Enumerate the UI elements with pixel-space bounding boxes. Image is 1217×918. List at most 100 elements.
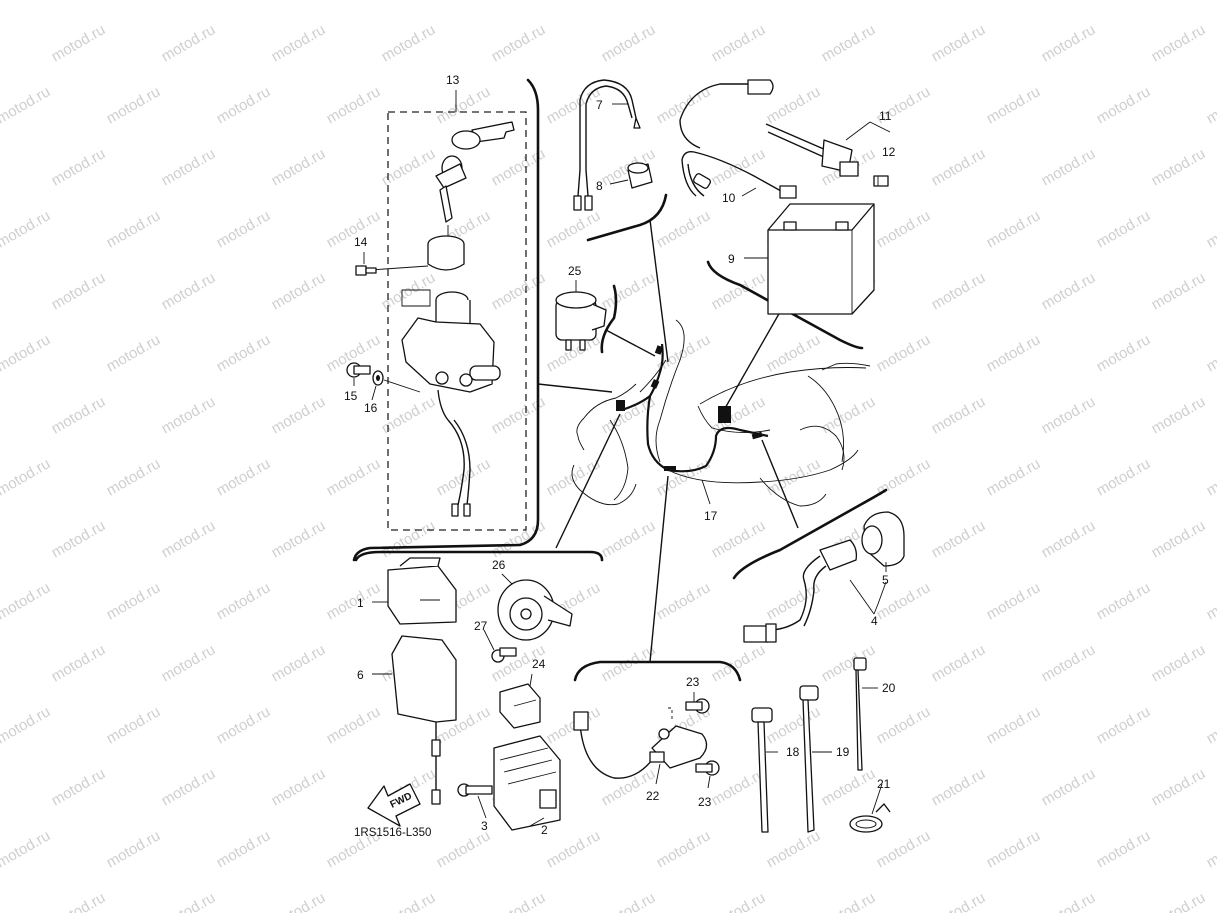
watermark-text: motod.ru: [874, 207, 934, 251]
watermark-text: motod.ru: [49, 517, 109, 561]
watermark-text: motod.ru: [929, 889, 989, 913]
callout-18: 18: [786, 745, 800, 759]
watermark-text: motod.ru: [214, 331, 274, 375]
watermark-text: motod.ru: [984, 455, 1044, 499]
callout-2: 2: [541, 823, 548, 837]
watermark-text: motod.ru: [49, 269, 109, 313]
watermark-text: motod.ru: [104, 83, 164, 127]
watermark-text: motod.ru: [0, 455, 53, 499]
watermark-text: motod.ru: [1149, 21, 1209, 65]
watermark-text: motod.ru: [434, 827, 494, 871]
watermark-text: motod.ru: [269, 517, 329, 561]
watermark-text: motod.ru: [1149, 269, 1209, 313]
watermark-text: motod.ru: [1149, 393, 1209, 437]
watermark-text: motod.ru: [1094, 83, 1154, 127]
watermark-text: motod.ru: [929, 269, 989, 313]
watermark-text: motod.ru: [159, 517, 219, 561]
cable-tie-20: [854, 658, 866, 770]
watermark-text: motod.ru: [49, 765, 109, 809]
watermark-text: motod.ru: [929, 765, 989, 809]
watermark-text: motod.ru: [324, 0, 384, 3]
fuse-12-icon: [874, 176, 888, 186]
watermark-text: motod.ru: [324, 703, 384, 747]
watermark-text: motod.ru: [49, 641, 109, 685]
callout-26: 26: [492, 558, 506, 572]
watermark-text: motod.ru: [654, 207, 714, 251]
watermark-text: motod.ru: [1039, 517, 1099, 561]
callout-22: 22: [646, 789, 660, 803]
watermark-text: motod.ru: [49, 889, 109, 913]
watermark-text: motod.ru: [0, 0, 53, 3]
watermark-text: motod.ru: [324, 579, 384, 623]
watermark-text: motod.ru: [104, 827, 164, 871]
watermark-text: motod.ru: [214, 83, 274, 127]
watermark-text: motod.ru: [1039, 21, 1099, 65]
watermark-text: motod.ru: [324, 455, 384, 499]
watermark-text: motod.ru: [104, 703, 164, 747]
fuse-holder-11: [766, 124, 858, 176]
watermark-text: motod.ru: [599, 641, 659, 685]
callout-7: 7: [596, 98, 603, 112]
watermark-text: motod.ru: [159, 269, 219, 313]
watermark-text: motod.ru: [819, 765, 879, 809]
callout-1: 1: [357, 596, 364, 610]
watermark-text: motod.ru: [1094, 331, 1154, 375]
watermark-text: motod.ru: [269, 145, 329, 189]
watermark-text: motod.ru: [269, 641, 329, 685]
watermark-text: motod.ru: [1149, 641, 1209, 685]
watermark-text: motod.ru: [324, 83, 384, 127]
watermark-text: motod.ru: [1204, 83, 1217, 127]
watermark-text: motod.ru: [1204, 455, 1217, 499]
watermark-text: motod.ru: [874, 331, 934, 375]
callout-21: 21: [877, 777, 891, 791]
watermark-text: motod.ru: [269, 21, 329, 65]
watermark-text: motod.ru: [1039, 269, 1099, 313]
watermark-text: motod.ru: [929, 145, 989, 189]
watermark-text: motod.ru: [1204, 331, 1217, 375]
watermark-text: motod.ru: [214, 0, 274, 3]
watermark-text: motod.ru: [929, 21, 989, 65]
watermark-text: motod.ru: [1204, 0, 1217, 3]
watermark-text: motod.ru: [159, 765, 219, 809]
watermark-text: motod.ru: [929, 393, 989, 437]
watermark-text: motod.ru: [0, 703, 53, 747]
watermark-text: motod.ru: [599, 889, 659, 913]
watermark-text: motod.ru: [489, 21, 549, 65]
unit-1: [388, 558, 456, 624]
watermark-text: motod.ru: [489, 889, 549, 913]
horn-26: [498, 580, 572, 640]
watermark-text: motod.ru: [269, 765, 329, 809]
watermark-text: motod.ru: [929, 641, 989, 685]
rectifier-2: [494, 736, 560, 830]
watermark-text: motod.ru: [544, 0, 604, 3]
screw-14-icon: [356, 266, 376, 275]
callout-4: 4: [871, 614, 878, 628]
watermark-text: motod.ru: [104, 455, 164, 499]
watermark-text: motod.ru: [269, 269, 329, 313]
watermark-text: motod.ru: [709, 269, 769, 313]
watermark-text: motod.ru: [1094, 827, 1154, 871]
watermark-text: motod.ru: [709, 393, 769, 437]
watermark-text: motod.ru: [654, 579, 714, 623]
callout-9: 9: [728, 252, 735, 266]
battery-9: [768, 204, 874, 314]
watermark-text: motod.ru: [709, 21, 769, 65]
screw-15-icon: [347, 363, 370, 377]
callout-27: 27: [474, 619, 488, 633]
callout-3: 3: [481, 819, 488, 833]
watermark-text: motod.ru: [654, 827, 714, 871]
watermark-text: motod.ru: [489, 393, 549, 437]
washer-16-icon: [373, 371, 383, 385]
watermark-text: motod.ru: [819, 889, 879, 913]
watermark-text: motod.ru: [874, 0, 934, 3]
watermark-text: motod.ru: [379, 889, 439, 913]
watermark-text: motod.ru: [984, 827, 1044, 871]
watermark-text: motod.ru: [984, 83, 1044, 127]
watermark-text: motod.ru: [214, 579, 274, 623]
callout-20: 20: [882, 681, 896, 695]
watermark-text: motod.ru: [1149, 517, 1209, 561]
watermark-text: motod.ru: [764, 0, 824, 3]
watermark-text: motod.ru: [764, 827, 824, 871]
watermark-text: motod.ru: [159, 393, 219, 437]
